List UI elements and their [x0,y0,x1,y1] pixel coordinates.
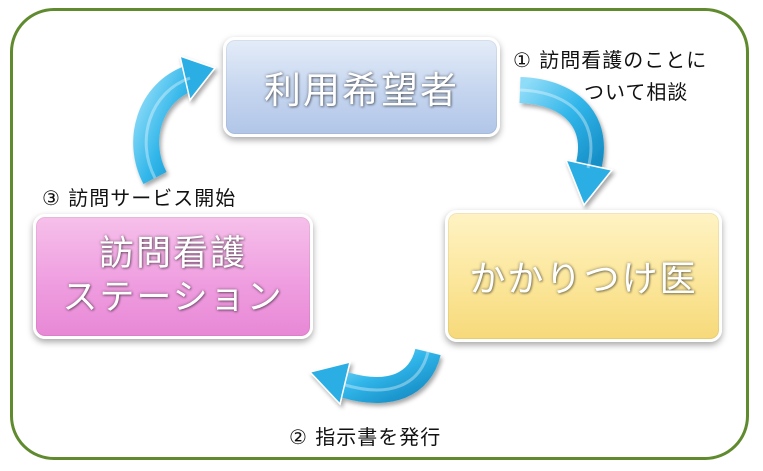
node-family-doctor: かかりつけ医 [445,210,722,342]
step3-label: ③ 訪問サービス開始 [42,186,237,210]
node-station-label-line2: ステーション [62,277,284,318]
step2-label: ② 指示書を発行 [289,425,442,449]
node-user: 利用希望者 [223,37,500,137]
node-station-label-line1: 訪問看護 [98,233,247,274]
node-user-label: 利用希望者 [264,69,459,112]
node-doctor-label: かかりつけ医 [469,259,698,300]
step1-label-line2: ついて相談 [584,80,689,104]
step1-label-line1: ① 訪問看護のことに [513,48,708,72]
node-visiting-nurse-station: 訪問看護 ステーション [33,214,313,339]
